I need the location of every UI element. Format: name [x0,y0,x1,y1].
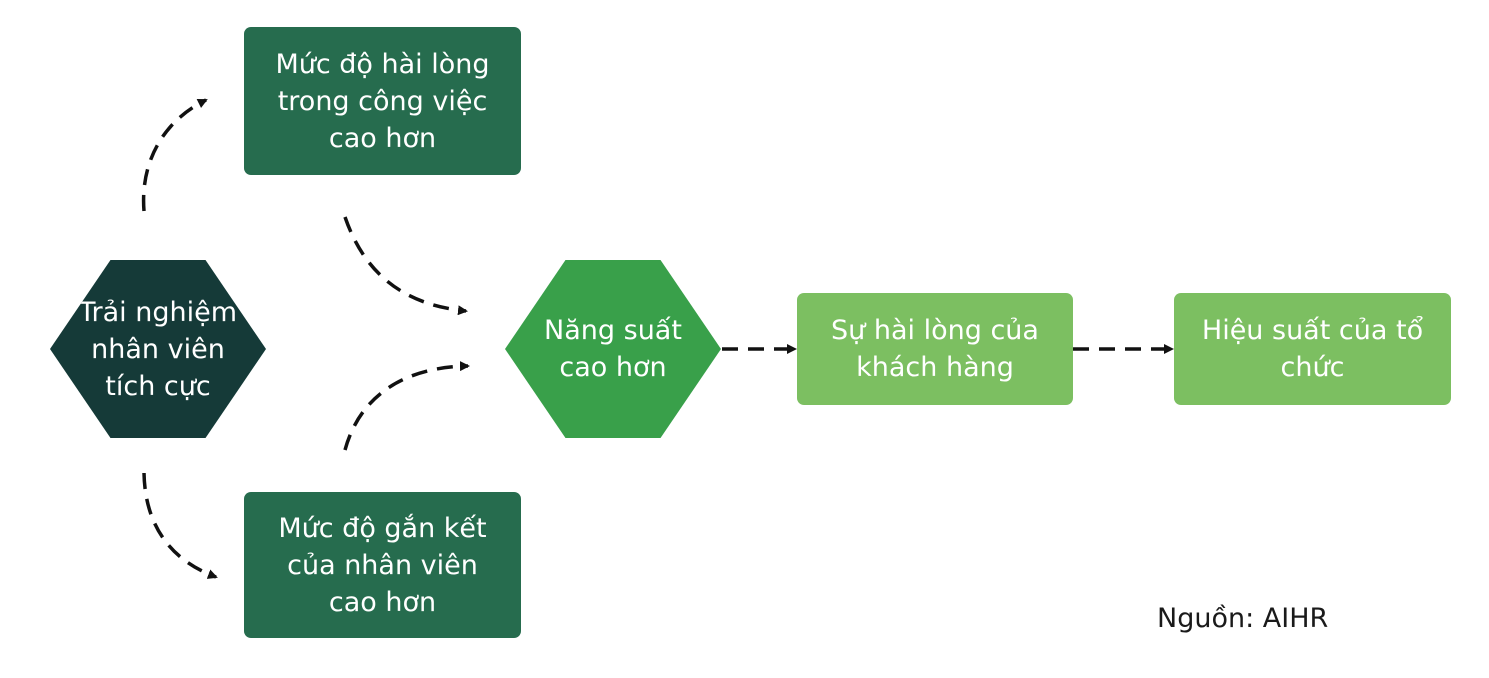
node-organizational-performance: Hiệu suất của tổ chức [1174,293,1451,405]
node-employee-engagement: Mức độ gắn kết của nhân viên cao hơn [244,492,521,638]
node-label: Hiệu suất của tổ chức [1201,315,1424,383]
node-label: Mức độ hài lòng trong công việc cao hơn [275,48,490,154]
source-note: Nguồn: AIHR [1157,603,1329,634]
node-label: Sự hài lòng của khách hàng [831,315,1039,383]
node-job-satisfaction: Mức độ hài lòng trong công việc cao hơn [244,27,521,175]
edge-engagement-to-productivity [343,361,470,451]
node-label: Trải nghiệm nhân viên tích cực [78,296,238,402]
node-customer-satisfaction: Sự hài lòng của khách hàng [797,293,1073,405]
node-label: Năng suất cao hơn [544,315,682,383]
edge-start-to-job-satisfaction [141,98,208,212]
node-label: Mức độ gắn kết của nhân viên cao hơn [278,512,487,618]
edge-job-satisfaction-to-productivity [343,216,468,316]
edge-start-to-engagement [142,472,218,579]
